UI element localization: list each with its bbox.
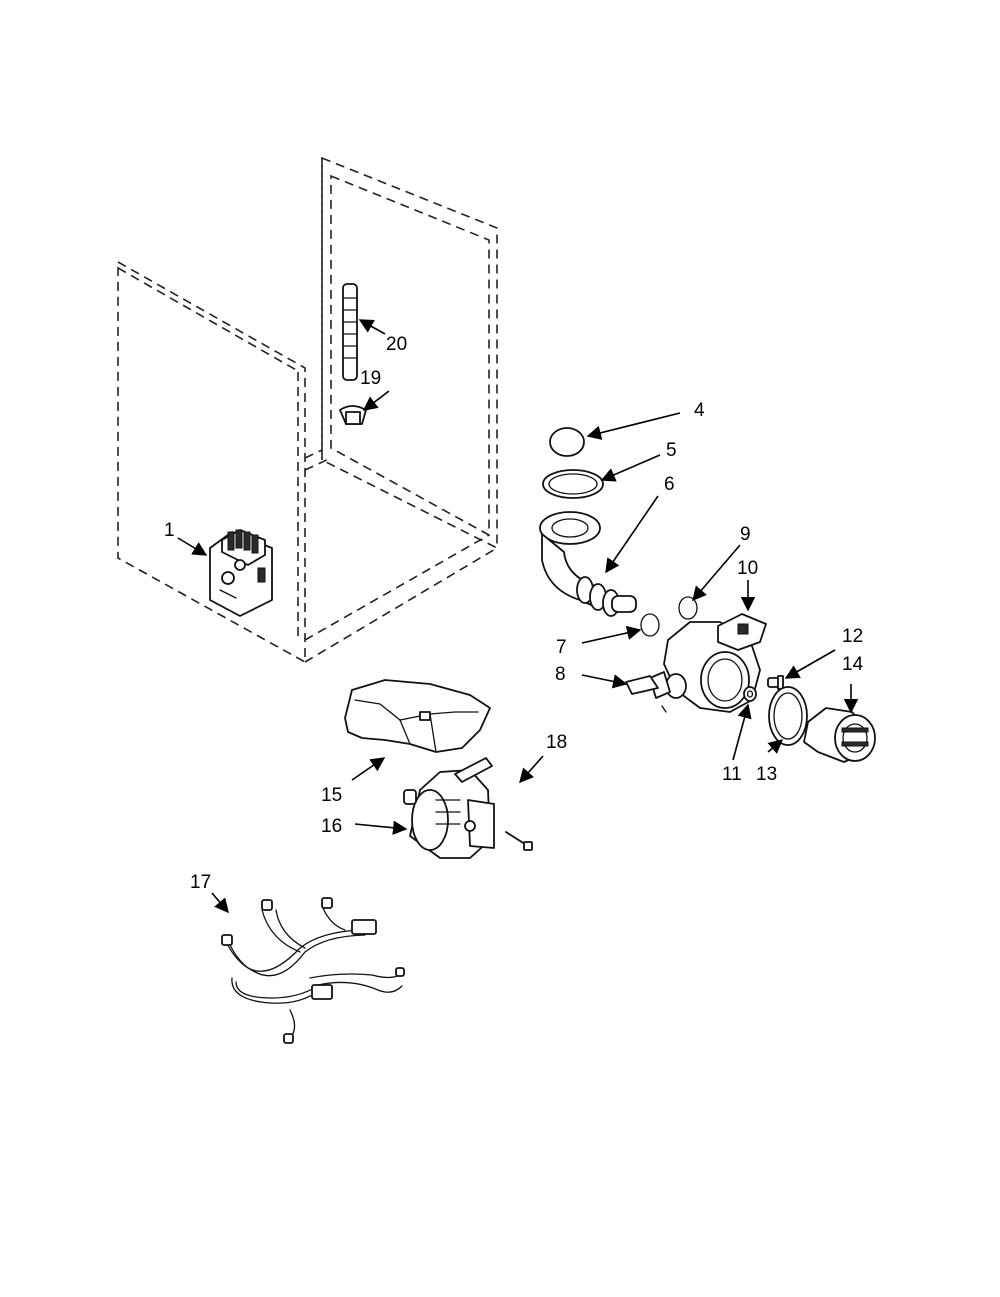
part-1-control-module	[209, 529, 273, 617]
part-20-hose	[342, 283, 358, 381]
callout-18: 18	[546, 732, 567, 753]
leader-18	[519, 755, 544, 784]
callout-20: 20	[386, 334, 407, 355]
leader-20	[358, 319, 386, 335]
part-16-motor	[403, 757, 495, 859]
callout-4: 4	[694, 400, 705, 421]
leader-15	[351, 757, 386, 781]
cabinet-left-panel	[117, 260, 306, 664]
leader-5	[600, 454, 661, 482]
leader-13	[767, 739, 784, 754]
callout-14: 14	[842, 654, 864, 675]
callout-6: 6	[664, 474, 675, 495]
part-9-clamp	[678, 596, 698, 620]
callout-15: 15	[321, 785, 342, 806]
callout-10: 10	[737, 558, 758, 579]
leader-17	[211, 892, 229, 914]
part-6-drain-hose	[539, 511, 637, 617]
leader-7	[581, 625, 642, 644]
leader-4	[586, 412, 681, 440]
leader-lines	[177, 319, 859, 914]
callout-11: 11	[722, 764, 742, 785]
callout-7: 7	[556, 637, 567, 658]
callout-16: 16	[321, 816, 342, 837]
part-14-filter	[803, 707, 876, 763]
leader-12	[784, 649, 836, 679]
callout-12: 12	[842, 626, 863, 647]
part-17-wire-harness	[221, 897, 405, 1044]
cabinet-rear-panel	[304, 156, 498, 663]
part-4-cap	[549, 427, 585, 457]
leader-9	[692, 544, 741, 602]
leader-16	[354, 820, 408, 835]
callout-8: 8	[555, 664, 566, 685]
part-12-screw	[767, 675, 784, 690]
part-5-ring	[542, 469, 604, 499]
callout-17: 17	[190, 872, 211, 893]
part-10-pump	[649, 613, 767, 713]
callout-labels: 1 20 19 4 5 6 9 10 7 8 12 14 11 13 15 16…	[164, 334, 864, 893]
part-13-gasket	[768, 686, 808, 746]
callout-5: 5	[666, 440, 677, 461]
callout-19: 19	[360, 368, 381, 389]
cabinet-outline	[117, 156, 498, 664]
leader-8	[581, 674, 628, 689]
part-11-nut	[743, 686, 757, 702]
part-19-clip	[339, 405, 367, 425]
part-7-clamp	[640, 613, 660, 637]
leader-11	[732, 703, 752, 761]
leader-19	[362, 390, 390, 411]
leader-1	[177, 537, 208, 556]
part-15-shroud	[344, 679, 491, 753]
callout-9: 9	[740, 524, 751, 545]
part-8-bracket	[625, 675, 659, 695]
callout-1: 1	[164, 520, 175, 541]
leader-6	[605, 495, 659, 574]
part-18-bolt	[505, 831, 533, 851]
callout-13: 13	[756, 764, 777, 785]
